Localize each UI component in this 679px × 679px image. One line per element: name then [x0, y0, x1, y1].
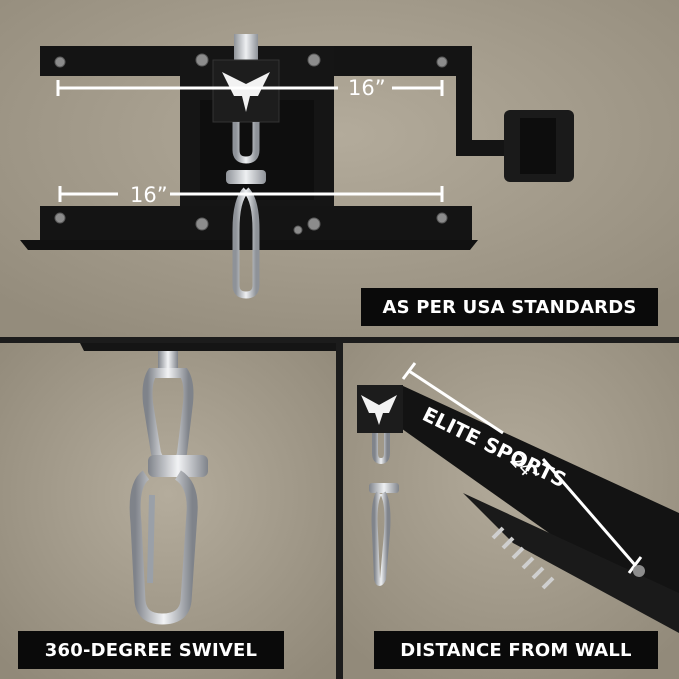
bolt-group	[54, 53, 448, 235]
swivel-eye-bolt	[158, 351, 178, 373]
swivel-closeup-illustration	[0, 343, 336, 679]
top-panel-wall-mount: 16” 16” AS PER USA STANDARDS	[0, 0, 679, 337]
carabiner-swivel-icon	[129, 368, 208, 625]
wall-background	[0, 343, 336, 679]
dimension-label-lower: 16”	[130, 183, 168, 207]
mount-edge	[80, 343, 336, 351]
caption-swivel: 360-DEGREE SWIVEL	[18, 631, 284, 669]
carabiner-swivel-icon	[369, 433, 399, 586]
carabiner-swivel-icon	[226, 122, 266, 299]
side-arm-vertical	[456, 56, 472, 156]
caption-usa-standards: AS PER USA STANDARDS	[361, 288, 658, 326]
arm-dimension-line	[401, 362, 643, 574]
eagle-logo-icon	[361, 395, 397, 425]
eagle-logo-icon	[222, 72, 270, 112]
wall-mount-illustration	[0, 0, 679, 337]
bottom-right-panel-distance: ELITE SPORTS 24” DISTANCE FROM WALL	[343, 343, 679, 679]
lower-flange	[20, 240, 478, 250]
caption-distance: DISTANCE FROM WALL	[374, 631, 658, 669]
arm-lower-face	[463, 493, 679, 633]
dimension-label-upper: 16”	[348, 76, 386, 100]
arm-stripes	[491, 526, 555, 590]
dimension-lines-top	[56, 80, 444, 202]
arm-end-bolt	[633, 565, 645, 577]
arm-length-illustration: ELITE SPORTS 24”	[343, 343, 679, 679]
bottom-left-panel-swivel: 360-DEGREE SWIVEL	[0, 343, 336, 679]
side-clamp-inner	[520, 118, 556, 174]
top-nut	[234, 34, 258, 60]
side-arm-horizontal	[456, 140, 516, 156]
